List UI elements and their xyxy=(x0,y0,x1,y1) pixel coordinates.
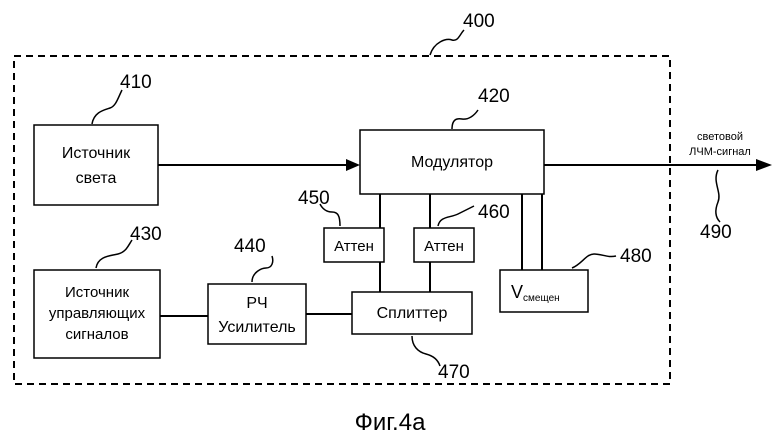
rf-amplifier-label-1: РЧ xyxy=(246,295,267,312)
light-path-arrowhead xyxy=(346,159,360,171)
output-label-2: ЛЧМ-сигнал xyxy=(689,146,751,158)
leader-430 xyxy=(96,240,132,268)
ref-470: 470 xyxy=(438,362,470,383)
ref-400: 400 xyxy=(463,11,495,32)
leader-460 xyxy=(438,206,474,226)
ref-480: 480 xyxy=(620,246,652,267)
ref-450: 450 xyxy=(298,188,330,209)
control-source-label-1: Источник xyxy=(65,284,129,301)
modulator-label: Модулятор xyxy=(411,154,493,171)
bias-voltage-main: V xyxy=(511,282,523,302)
leader-490 xyxy=(716,170,720,222)
atten-right-label: Аттен xyxy=(424,238,464,255)
light-source-label-1: Источник xyxy=(62,145,131,162)
leader-470 xyxy=(412,336,440,366)
leader-410 xyxy=(92,90,122,124)
output-label-1: световой xyxy=(697,131,743,143)
splitter-label: Сплиттер xyxy=(377,305,448,322)
leader-480 xyxy=(572,254,616,268)
leader-440 xyxy=(252,256,273,282)
ref-460: 460 xyxy=(478,202,510,223)
ref-430: 430 xyxy=(130,224,162,245)
leader-420 xyxy=(452,110,478,129)
atten-left-label: Аттен xyxy=(334,238,374,255)
rf-amplifier-label-2: Усилитель xyxy=(218,319,296,336)
figure-caption: Фиг.4а xyxy=(355,409,426,436)
ref-440: 440 xyxy=(234,236,266,257)
control-source-label-3: сигналов xyxy=(65,326,128,343)
leader-400 xyxy=(430,30,464,55)
ref-490: 490 xyxy=(700,222,732,243)
control-source-label-2: управляющих xyxy=(49,305,146,322)
output-arrowhead xyxy=(756,159,772,171)
ref-420: 420 xyxy=(478,86,510,107)
ref-410: 410 xyxy=(120,72,152,93)
bias-voltage-sub: смещен xyxy=(523,293,560,304)
block-light-source xyxy=(34,125,158,205)
light-source-label-2: света xyxy=(76,170,117,187)
